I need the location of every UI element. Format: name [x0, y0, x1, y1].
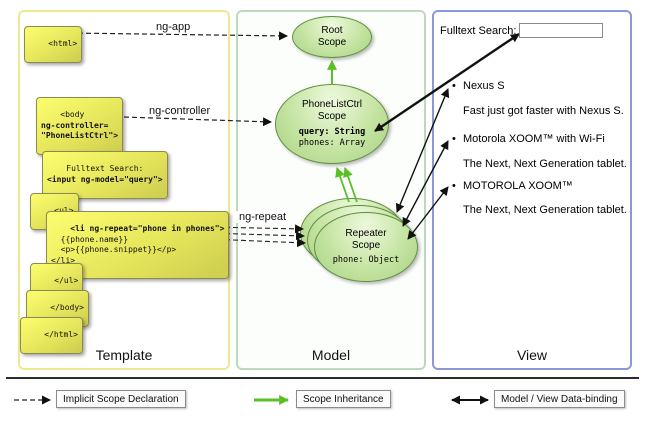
repeater-phone-prop: phone: Object [332, 254, 400, 265]
ng-repeat-label: ng-repeat [236, 211, 290, 223]
phonelistctrl-query-prop: query: String [298, 126, 366, 137]
code-text-directive: <li ng-repeat="phone in phones"> [70, 224, 225, 234]
view-item-desc: The Next, Next Generation tablet. [463, 158, 627, 170]
code-body-open: <body ng-controller= "PhoneListCtrl"> [36, 97, 124, 155]
view-item-desc: The Next, Next Generation tablet. [463, 204, 627, 216]
code-text-directive: ng-controller= "PhoneListCtrl"> [41, 120, 119, 141]
view-search-label: Fulltext Search: [440, 25, 517, 37]
code-text: </html> [44, 330, 78, 340]
repeater-scope-ellipse-front: Repeater Scope phone: Object [314, 212, 418, 282]
template-column-label: Template [95, 347, 153, 363]
code-text: <body [60, 110, 85, 120]
view-item-title: MOTOROLA XOOM™ [463, 180, 573, 192]
code-text: </ul> [54, 276, 79, 286]
legend-databinding-label: Model / View Data-binding [494, 390, 625, 408]
code-text: <html> [48, 39, 78, 49]
view-search-input[interactable] [519, 23, 603, 38]
ng-app-label: ng-app [153, 21, 194, 33]
legend-inheritance-label: Scope Inheritance [296, 390, 391, 408]
model-column: Model [236, 10, 426, 370]
root-scope-ellipse: Root Scope [292, 16, 372, 58]
legend-separator [6, 377, 639, 379]
code-text: </body> [50, 303, 84, 313]
code-html-open: <html> [24, 26, 83, 64]
code-text: Fulltext Search: [66, 164, 144, 174]
bullet-icon: • [452, 180, 456, 192]
view-item-title: Nexus S [463, 80, 505, 92]
legend-implicit-label: Implicit Scope Declaration [56, 390, 186, 408]
view-item-desc: Fast just got faster with Nexus S. [463, 105, 624, 117]
root-scope-title: Root Scope [317, 25, 347, 48]
repeater-scope-title: Repeater Scope [345, 227, 387, 251]
code-fulltext: Fulltext Search: <input ng-model="query"… [42, 151, 168, 199]
code-text-directive: <input ng-model="query"> [47, 174, 163, 184]
bullet-icon: • [452, 133, 456, 145]
model-column-label: Model [311, 347, 351, 363]
phonelistctrl-scope-title: PhoneListCtrl Scope [301, 98, 363, 122]
code-html-close: </html> [20, 317, 83, 355]
view-column-label: View [516, 347, 548, 363]
code-text: {{phone.name}} <p>{{phone.snippet}}</p> … [51, 234, 177, 265]
view-item-title: Motorola XOOM™ with Wi-Fi [463, 133, 605, 145]
ng-controller-label: ng-controller [146, 105, 214, 117]
bullet-icon: • [452, 80, 456, 92]
code-text: <ul> [54, 206, 73, 215]
phonelistctrl-scope-ellipse: PhoneListCtrl Scope query: String phones… [275, 84, 389, 164]
phonelistctrl-phones-prop: phones: Array [298, 138, 366, 148]
